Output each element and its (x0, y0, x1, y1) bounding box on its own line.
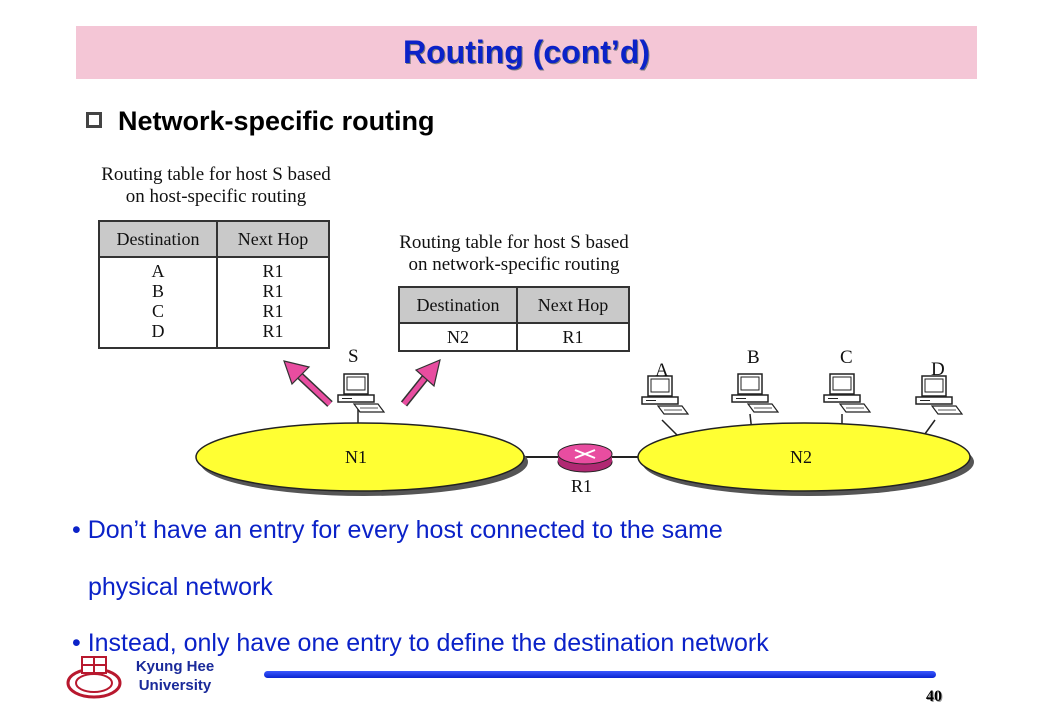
label-n1: N1 (345, 447, 367, 467)
left-caption-line2: on host-specific routing (125, 186, 307, 207)
host-c-computer-icon (823, 373, 871, 413)
section-heading: Network-specific routing (118, 106, 435, 136)
label-r1: R1 (571, 476, 592, 496)
router-icon (557, 443, 613, 473)
left-hop-2: R1 (262, 281, 284, 301)
arrow-to-right-table-icon (400, 358, 441, 407)
left-next-hop-cell: R1 R1 R1 R1 (216, 257, 330, 349)
left-caption-line1: Routing table for host S based (101, 164, 331, 185)
title-bar: Routing (cont’d) (76, 26, 977, 79)
host-specific-routing-table: Destination Next Hop A B C D R1 R1 R1 R1 (98, 220, 330, 349)
host-b-computer-icon (731, 373, 779, 413)
label-a: A (655, 360, 669, 381)
host-d-computer-icon (915, 375, 963, 415)
left-hop-1: R1 (262, 261, 284, 281)
university-name-line1: Kyung Hee (135, 658, 215, 675)
left-header-destination: Destination (98, 220, 218, 258)
bullet-1-line-1: • Don’t have an entry for every host con… (72, 516, 723, 544)
university-name-line2: University (138, 677, 212, 694)
footer-divider (264, 671, 936, 678)
left-dest-b: B (151, 281, 164, 301)
label-s: S (348, 346, 359, 367)
label-b: B (747, 347, 760, 368)
slide-title: Routing (cont’d) (402, 34, 651, 70)
right-hop-r1: R1 (516, 323, 630, 352)
university-name: Kyung Hee University (120, 657, 230, 695)
bullet-2: • Instead, only have one entry to define… (72, 629, 769, 657)
square-bullet-icon (86, 112, 102, 128)
right-caption-line2: on network-specific routing (408, 254, 620, 275)
right-header-destination: Destination (398, 286, 518, 324)
label-d: D (931, 359, 945, 380)
left-header-next-hop: Next Hop (216, 220, 330, 258)
host-s-computer-icon (337, 373, 385, 413)
link-a-n2 (661, 419, 679, 437)
label-c: C (840, 347, 853, 368)
right-header-next-hop: Next Hop (516, 286, 630, 324)
left-dest-d: D (151, 321, 165, 341)
arrow-to-left-table-icon (283, 360, 333, 407)
host-a-computer-icon (641, 375, 689, 415)
left-hop-4: R1 (262, 321, 284, 341)
network-n1 (195, 422, 525, 492)
left-dest-c: C (151, 301, 164, 321)
bullet-1-line-2: physical network (88, 573, 273, 601)
right-dest-n2: N2 (398, 323, 518, 352)
left-dest-a: A (151, 261, 165, 281)
network-specific-routing-table: Destination Next Hop N2 R1 (398, 286, 630, 352)
left-table-caption: Routing table for host S based on host-s… (78, 164, 354, 208)
network-n2 (637, 422, 971, 492)
left-destination-cell: A B C D (98, 257, 218, 349)
label-n2: N2 (790, 447, 812, 467)
university-seal-icon (66, 656, 122, 699)
right-table-caption: Routing table for host S based on networ… (374, 232, 654, 276)
left-hop-3: R1 (262, 301, 284, 321)
right-caption-line1: Routing table for host S based (399, 232, 629, 253)
page-number: 40 (926, 688, 942, 705)
